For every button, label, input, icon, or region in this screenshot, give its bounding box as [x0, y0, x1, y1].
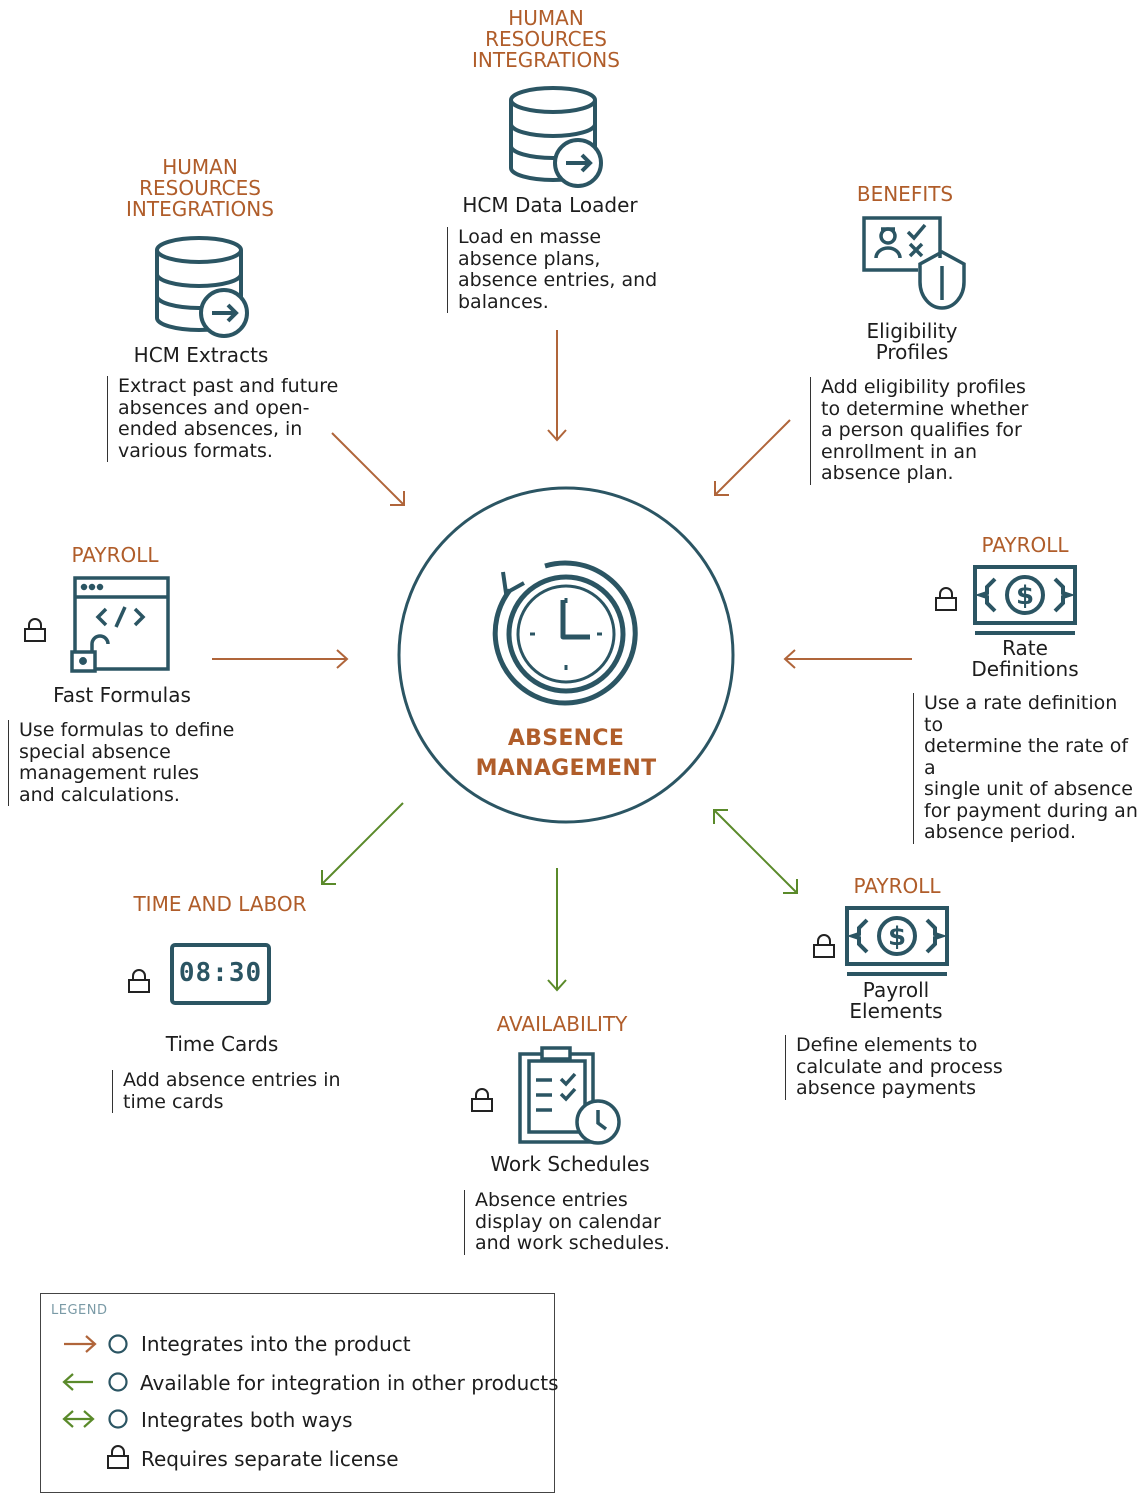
hcm-data-loader-database-icon [509, 86, 603, 188]
arrow-fast-formulas [212, 649, 349, 669]
legend-into-arrow-icon [64, 1335, 97, 1353]
legend-title: LEGEND [51, 1303, 108, 1318]
fast-formulas-description: Use formulas to define special absence m… [8, 719, 259, 806]
time-cards-description: Add absence entries in time cards [112, 1069, 353, 1113]
legend-circle-icon [108, 1409, 128, 1429]
rate-definitions-bill-icon [973, 565, 1077, 635]
fast-formulas-name: Fast Formulas [53, 683, 191, 707]
eligibility-profiles-name: Eligibility Profiles [866, 319, 958, 364]
lock-icon-payroll-elements [813, 934, 835, 958]
payroll-elements-category: PAYROLL [853, 874, 941, 898]
legend-both-arrow-icon [62, 1410, 95, 1428]
clock-refresh-icon [492, 560, 638, 706]
arrow-time-cards [321, 802, 404, 885]
clipboard-clock-icon [518, 1046, 621, 1145]
legend-item-out: Available for integration in other produ… [140, 1371, 559, 1395]
rate-definitions-description: Use a rate definition to determine the r… [913, 692, 1139, 844]
payroll-elements-description: Define elements to calculate and process… [785, 1034, 1016, 1100]
center-circle [397, 486, 735, 824]
arrow-hcm-extracts [331, 432, 405, 506]
digital-clock-readout: 08:30 [178, 958, 263, 988]
digital-clock-icon [170, 943, 271, 1005]
arrow-hcm-data-loader [547, 330, 567, 442]
code-window-icon [70, 576, 170, 673]
hcm-extracts-category: HUMAN RESOURCES INTEGRATIONS [126, 155, 274, 221]
time-cards-name: Time Cards [165, 1032, 279, 1056]
eligibility-profiles-description: Add eligibility profiles to determine wh… [810, 376, 1041, 485]
center-label: ABSENCE MANAGEMENT [475, 726, 657, 781]
arrow-payroll-elements [713, 809, 798, 894]
fast-formulas-category: PAYROLL [71, 543, 159, 567]
work-schedules-category: AVAILABILITY [496, 1012, 628, 1036]
lock-icon-rate-definitions [935, 587, 957, 611]
legend-out-arrow-icon [62, 1373, 93, 1391]
arrow-rate-definitions [783, 649, 912, 669]
hcm-extracts-name: HCM Extracts [133, 343, 269, 367]
legend-circle-icon [108, 1372, 128, 1392]
time-cards-category: TIME AND LABOR [133, 892, 307, 916]
eligibility-profiles-category: BENEFITS [856, 182, 954, 206]
rate-definitions-name: Rate Definitions [971, 636, 1079, 681]
hcm-data-loader-name: HCM Data Loader [462, 193, 638, 217]
arrow-eligibility [714, 419, 791, 496]
legend-circle-icon [108, 1334, 128, 1354]
hcm-extracts-database-icon [155, 236, 249, 338]
rate-definitions-category: PAYROLL [981, 533, 1069, 557]
lock-icon-time-cards [128, 969, 150, 993]
eligibility-shield-icon [862, 216, 966, 310]
lock-icon-fast-formulas [24, 618, 46, 642]
hcm-data-loader-category: HUMAN RESOURCES INTEGRATIONS [472, 6, 620, 72]
work-schedules-name: Work Schedules [490, 1152, 650, 1176]
hcm-data-loader-description: Load en masse absence plans, absence ent… [447, 226, 668, 313]
legend-item-license: Requires separate license [141, 1447, 399, 1471]
hcm-extracts-description: Extract past and future absences and ope… [107, 375, 358, 462]
legend-item-into: Integrates into the product [141, 1332, 411, 1356]
legend-item-both: Integrates both ways [141, 1408, 353, 1432]
payroll-elements-name: Payroll Elements [849, 978, 943, 1023]
payroll-elements-bill-icon [845, 906, 949, 976]
arrow-work-schedules [547, 868, 567, 992]
lock-icon-work-schedules [471, 1088, 493, 1112]
work-schedules-description: Absence entries display on calendar and … [464, 1189, 685, 1255]
